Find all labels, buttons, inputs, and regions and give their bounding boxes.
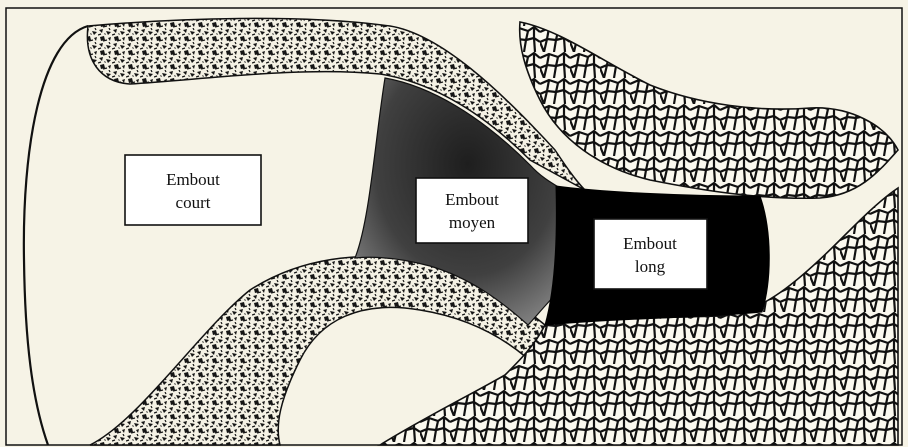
label-embout-moyen: Embout moyen	[416, 178, 528, 243]
label-box	[594, 219, 707, 289]
label-embout-court: Embout court	[125, 155, 261, 225]
label-box	[125, 155, 261, 225]
label-line1: Embout	[445, 190, 499, 209]
label-embout-long: Embout long	[594, 219, 707, 289]
label-line2: long	[635, 257, 666, 276]
label-box	[416, 178, 528, 243]
label-line2: court	[176, 193, 211, 212]
label-line1: Embout	[623, 234, 677, 253]
label-line1: Embout	[166, 170, 220, 189]
label-line2: moyen	[449, 213, 496, 232]
